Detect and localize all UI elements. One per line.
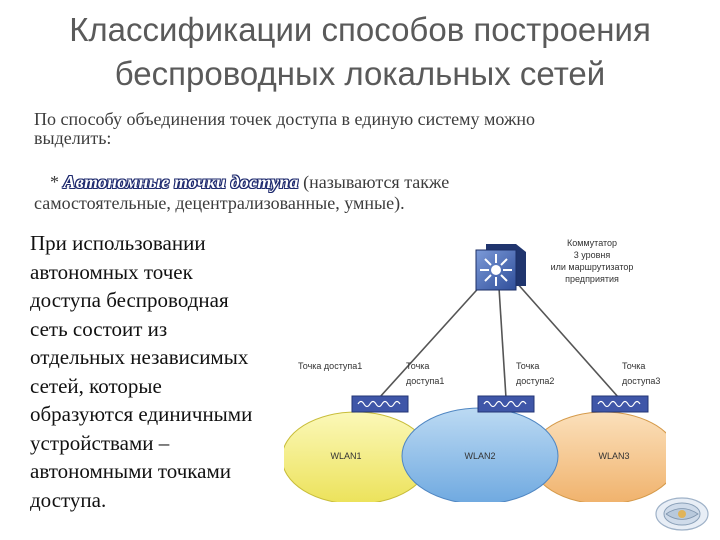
ap3-label-line2: доступа3 bbox=[622, 376, 660, 386]
wlan3-label: WLAN3 bbox=[598, 451, 629, 461]
network-diagram-svg: Коммутатор 3 уровня или маршрутизатор пр… bbox=[284, 238, 666, 502]
switch-icon bbox=[475, 244, 526, 291]
link-ap2 bbox=[498, 287, 507, 399]
access-point-1-icon bbox=[351, 395, 409, 413]
globe-logo-icon bbox=[654, 495, 710, 533]
body-line: сеть состоит из bbox=[30, 316, 168, 341]
body-line: отдельных независимых bbox=[30, 345, 249, 369]
body-text: При использовании автономных точек досту… bbox=[30, 229, 295, 514]
bullet-line-2: самостоятельные, децентрализованные, умн… bbox=[34, 193, 405, 213]
ap1-label-line2: доступа1 bbox=[406, 376, 444, 386]
bullet-term: Автономные точки доступа bbox=[63, 172, 299, 192]
body-line: автономных точек bbox=[30, 259, 193, 284]
body-line: автономными точками bbox=[30, 459, 232, 483]
body-line: При использовании bbox=[30, 231, 206, 255]
body-line: устройствами – bbox=[30, 430, 170, 455]
ap3-label-line1: Точка bbox=[622, 361, 645, 371]
bullet-paragraph: * Автономные точки доступа (называются т… bbox=[34, 172, 674, 214]
ap2-label-line2: доступа2 bbox=[516, 376, 554, 386]
ap-outer-label: Точка доступа1 bbox=[298, 361, 362, 371]
ap2-label-line1: Точка bbox=[516, 361, 539, 371]
intro-line-1: По способу объединения точек доступа в е… bbox=[34, 109, 536, 129]
wlan1-label: WLAN1 bbox=[330, 451, 361, 461]
switch-label-line: 3 уровня bbox=[574, 250, 611, 260]
link-ap3 bbox=[515, 281, 620, 399]
body-line: образуются единичными bbox=[30, 402, 253, 426]
link-ap1 bbox=[378, 281, 485, 399]
access-point-3-icon bbox=[591, 395, 649, 413]
bullet-rest-1: (называются также bbox=[303, 172, 450, 192]
body-line: сетей, которые bbox=[30, 373, 162, 398]
switch-label-line: Коммутатор bbox=[567, 238, 617, 248]
switch-label-line: или маршрутизатор bbox=[551, 262, 634, 272]
slide-title: Классификации способов построения беспро… bbox=[0, 8, 720, 96]
intro-paragraph: По способу объединения точек доступа в е… bbox=[34, 110, 674, 148]
ap1-label-line1: Точка bbox=[406, 361, 429, 371]
title-line-1: Классификации способов построения bbox=[69, 11, 651, 48]
body-line: доступа беспроводная bbox=[30, 288, 229, 312]
switch-label-line: предприятия bbox=[565, 274, 619, 284]
body-line: доступа. bbox=[30, 487, 107, 512]
bullet-line-1: * Автономные точки доступа (называются т… bbox=[34, 172, 674, 193]
access-point-2-icon bbox=[477, 395, 535, 413]
bullet-marker: * bbox=[50, 172, 59, 192]
wlan2-label: WLAN2 bbox=[464, 451, 495, 461]
title-line-2: беспроводных локальных сетей bbox=[114, 55, 606, 92]
network-diagram: Коммутатор 3 уровня или маршрутизатор пр… bbox=[284, 238, 666, 502]
intro-line-2: выделить: bbox=[34, 128, 112, 148]
